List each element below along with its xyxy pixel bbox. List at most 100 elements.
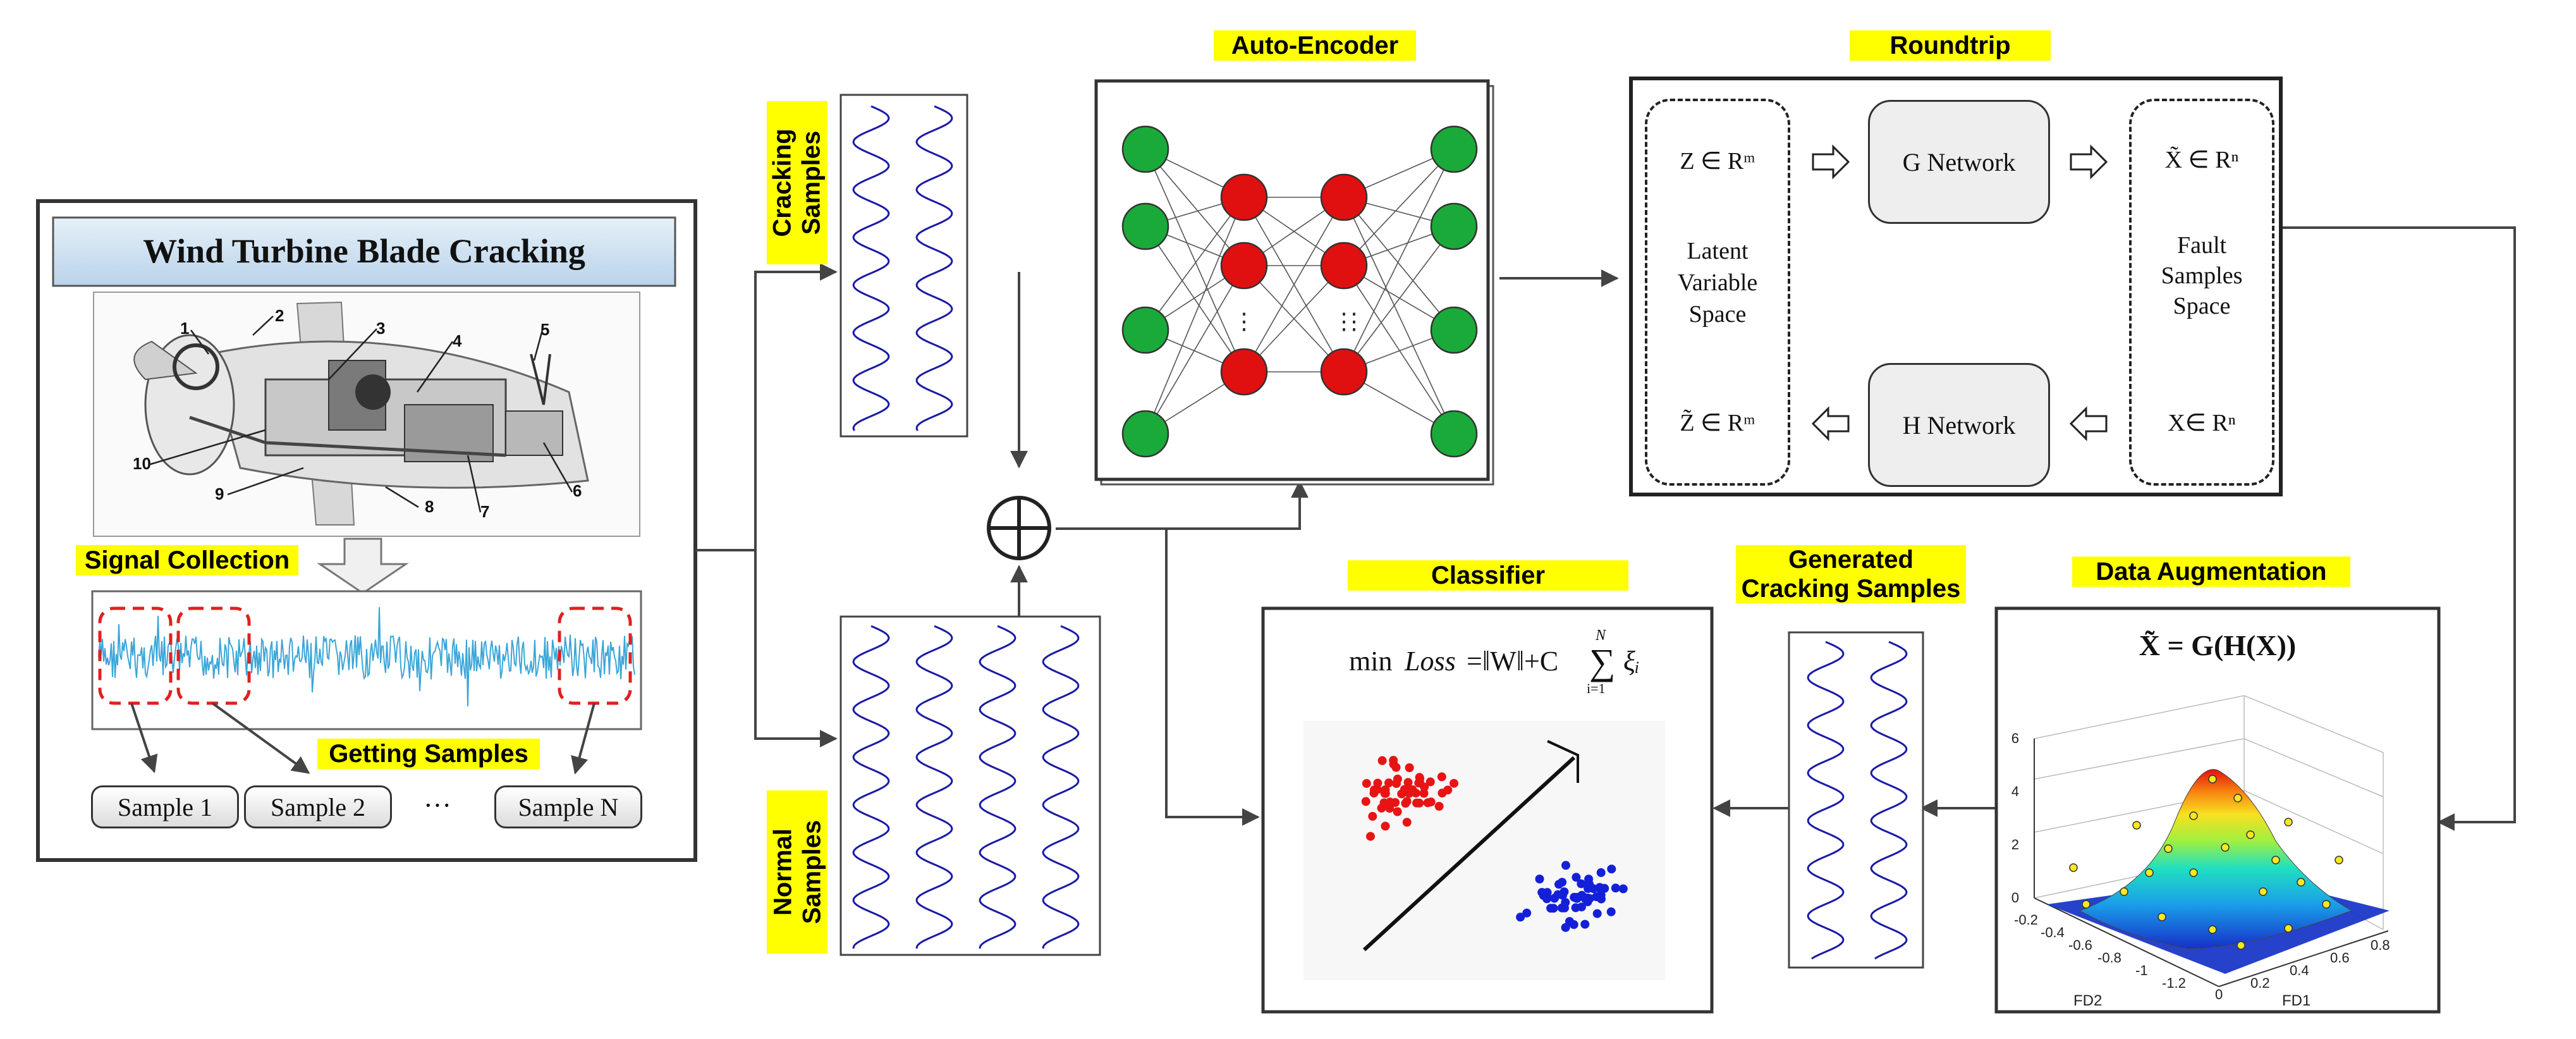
svg-text:8: 8 [425,497,434,516]
h-network-box: H Network [1868,363,2050,487]
class-point-blue [1558,890,1567,900]
augmented-point [2208,775,2217,784]
arrow-g-to-x-icon [2070,144,2108,180]
svg-text:3: 3 [376,319,385,338]
wave-trace [915,625,953,949]
class-point-red [1420,782,1429,792]
signal-trace [98,607,635,706]
class-point-blue [1535,875,1544,883]
class-point-blue [1577,902,1586,912]
network-node [1320,348,1368,396]
svg-text:0: 0 [2011,890,2019,906]
network-node [1220,348,1268,396]
svg-text:-0.2: -0.2 [2014,912,2038,928]
arrow-h-to-z-icon [1811,406,1850,441]
svg-text:min: min [1349,646,1392,677]
svg-text:6: 6 [573,481,582,500]
class-point-red [1361,797,1370,806]
class-point-red [1369,785,1379,795]
network-node [1430,410,1478,458]
augmentation-panel: X̃ = G(H(X)) 0 2 4 6 -0.2 -0.4 -0.6 [1994,606,2441,1014]
augmented-point [2132,821,2141,830]
class-point-red [1415,798,1424,808]
class-point-blue [1572,873,1581,882]
network-edge [1145,149,1245,266]
augmented-point [2237,941,2245,950]
network-edge [1145,226,1245,372]
svg-text:6: 6 [2011,730,2019,746]
hidden-ellipsis-1: ⋮ [1233,308,1255,334]
svg-text:N: N [1595,627,1607,644]
class-point-red [1401,799,1410,808]
class-point-blue [1550,894,1559,903]
class-point-red [1366,832,1375,841]
network-edge [1145,197,1245,331]
class-point-red [1373,778,1383,788]
normal-samples-label: Normal Samples [767,790,827,954]
sample-1-button[interactable]: Sample 1 [91,785,239,828]
generated-samples-box [1788,631,1924,969]
normal-samples-box [839,615,1101,956]
augmented-point [2284,818,2293,827]
class-point-blue [1618,884,1628,894]
svg-text:1: 1 [180,319,189,338]
class-point-blue [1592,909,1602,918]
fault-space-box [2129,99,2274,486]
class-point-blue [1585,894,1594,903]
augmented-point [2189,811,2198,820]
augmented-point [2208,925,2217,934]
svg-text:∑: ∑ [1589,641,1615,682]
x-label: X∈ Rⁿ [2168,410,2236,436]
wave-trace [852,105,890,431]
svg-text:-1.2: -1.2 [2162,975,2186,991]
svg-text:0.8: 0.8 [2371,937,2390,953]
sample-window-n [558,606,632,705]
panel-title-bar [52,216,676,287]
class-point-red [1380,789,1389,798]
margin-arrow-icon [1547,740,1579,783]
sample-2-button[interactable]: Sample 2 [244,785,392,828]
class-point-blue [1539,891,1548,900]
augmented-point [2158,913,2166,921]
turbine-illustration [93,292,640,537]
svg-text:-0.8: -0.8 [2097,950,2121,966]
svg-text:2: 2 [2011,837,2019,852]
fd2-axis-ticks: -0.2 -0.4 -0.6 -0.8 -1 -1.2 [2014,912,2186,991]
svg-text:-1: -1 [2135,962,2148,978]
network-node [1430,125,1478,173]
network-node [1121,202,1169,250]
classifier-formula: min Loss =‖W‖+C ∑ N i=1 ξᵢ [1349,627,1640,696]
network-node [1121,306,1169,354]
class-point-blue [1606,907,1616,916]
class-point-red [1426,797,1436,807]
augmented-point [2322,900,2331,909]
svg-text:Loss: Loss [1404,646,1456,677]
sample-window-1 [98,606,173,705]
wave-trace [852,625,890,949]
augmented-point [2297,878,2305,887]
autoencoder-panel: ⋮ ⋮ ⋮ [1094,79,1494,486]
fault-space-label: Fault Samples Space [2161,232,2243,319]
network-edge [1343,265,1455,434]
arrow-x-to-h-icon [2069,406,2108,441]
augmentation-formula: X̃ = G(H(X)) [2139,629,2297,661]
wave-trace [979,625,1016,949]
class-point-red [1425,777,1435,787]
network-edge [1343,149,1455,266]
samples-ellipsis: ··· [424,790,451,821]
network-edge [1343,197,1455,434]
class-point-red [1384,778,1393,787]
wave-trace [1870,641,1908,960]
surface-peak [2079,769,2353,949]
class-point-red [1415,773,1424,782]
svg-text:4: 4 [453,331,462,350]
class-point-blue [1584,875,1594,884]
class-point-red [1377,803,1386,813]
class-point-red [1389,759,1398,769]
augmented-point [2335,856,2343,864]
sample-n-button[interactable]: Sample N [494,785,642,828]
class-point-blue [1554,880,1563,889]
network-edge [1343,226,1455,372]
class-point-blue [1549,904,1558,913]
network-node [1430,202,1478,250]
